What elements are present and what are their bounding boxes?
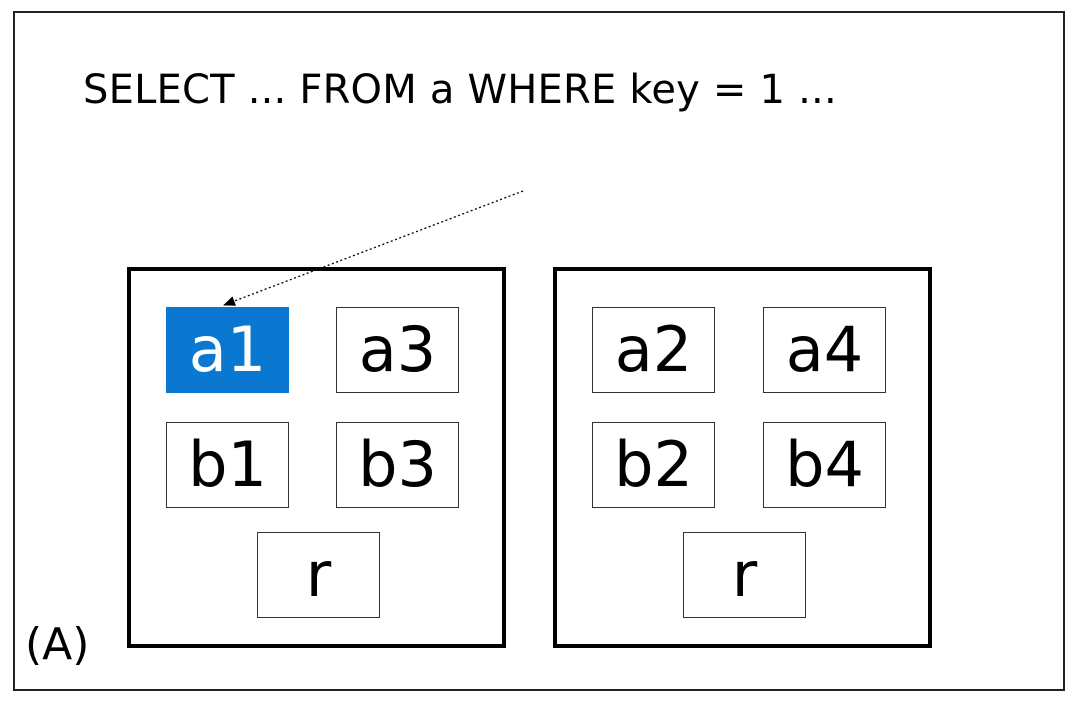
- cell-a2: a2: [592, 307, 715, 393]
- cell-b3: b3: [336, 422, 459, 508]
- cell-r: r: [257, 532, 380, 618]
- node-right: a2 a4 b2 b4 r: [553, 267, 932, 648]
- figure-frame: [13, 11, 1065, 691]
- cell-a3: a3: [336, 307, 459, 393]
- cell-b1: b1: [166, 422, 289, 508]
- cell-b2: b2: [592, 422, 715, 508]
- node-left: a1 a3 b1 b3 r: [127, 267, 506, 648]
- cell-r: r: [683, 532, 806, 618]
- cell-a1: a1: [166, 307, 289, 393]
- panel-label: (A): [25, 619, 90, 670]
- sql-query-text: SELECT ... FROM a WHERE key = 1 ...: [83, 67, 837, 113]
- cell-a4: a4: [763, 307, 886, 393]
- cell-b4: b4: [763, 422, 886, 508]
